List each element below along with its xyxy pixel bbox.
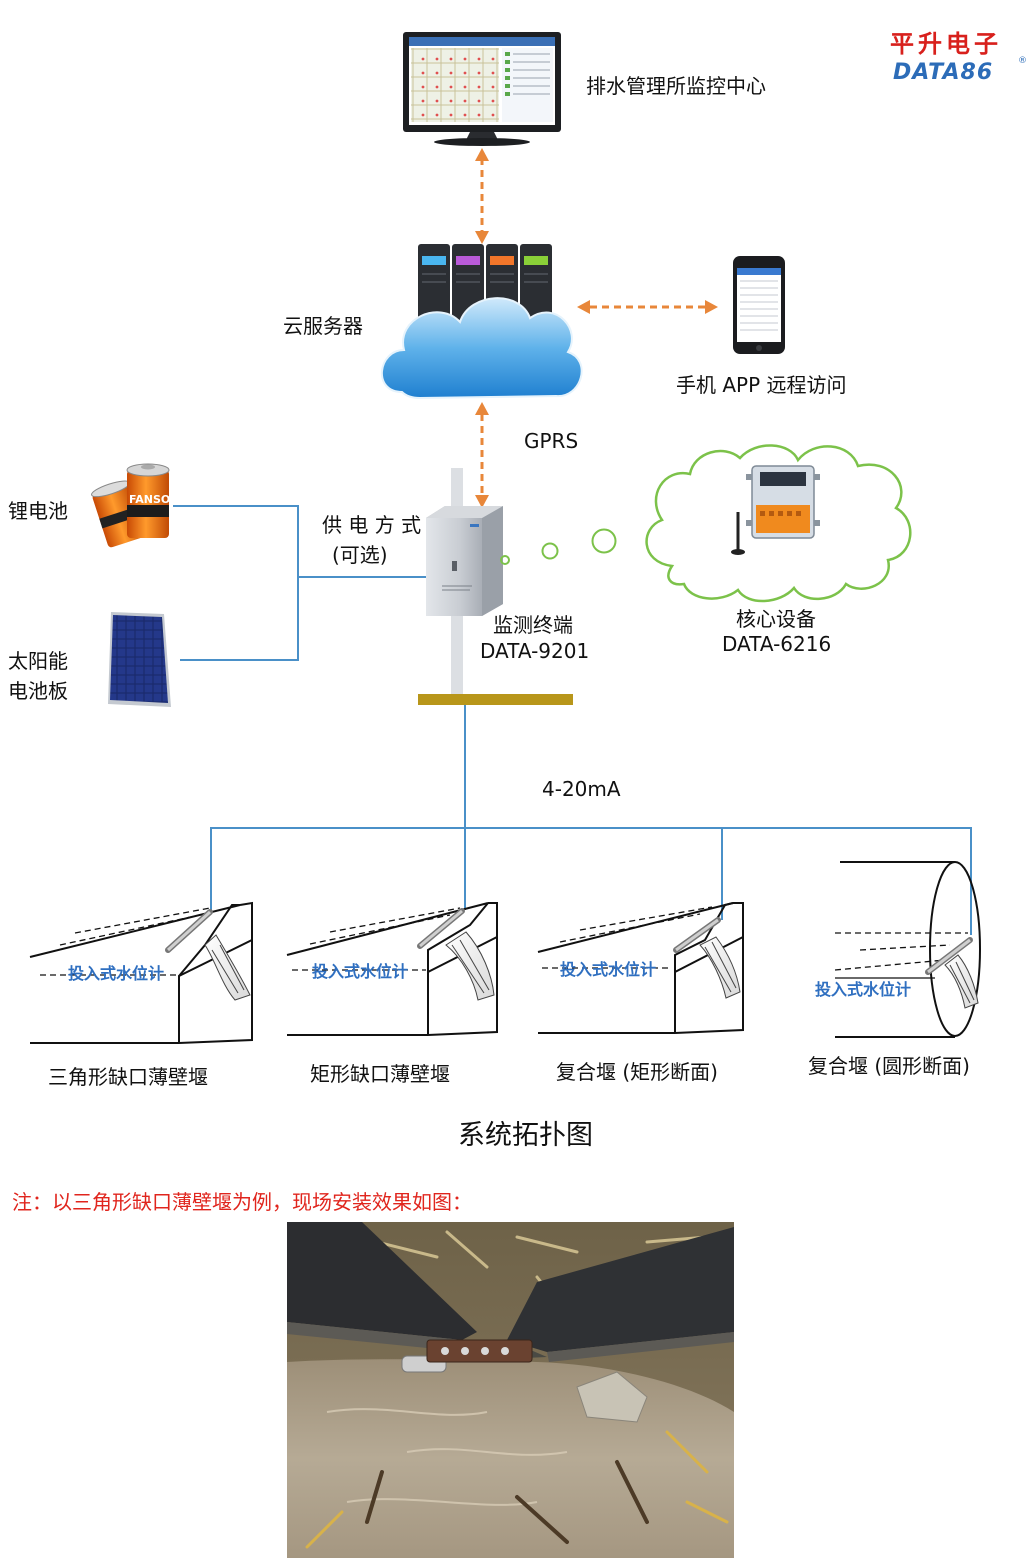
core-device-label: 核心设备 bbox=[736, 607, 816, 631]
solar-label-line2: 电池板 bbox=[8, 679, 68, 703]
cloud-icon bbox=[381, 297, 583, 400]
weir-plate-right bbox=[507, 1227, 734, 1352]
weir-rectangular-icon bbox=[286, 902, 498, 1036]
signal-label: 4-20mA bbox=[542, 777, 621, 801]
lithium-battery-icon: FANSO bbox=[91, 463, 170, 548]
lithium-battery-label: 锂电池 bbox=[8, 499, 68, 523]
brand-logo-cn: 平升电子 bbox=[890, 29, 1002, 58]
sensor-device bbox=[401, 1339, 533, 1373]
weir-4-sensor-label: 投入式水位计 bbox=[815, 980, 912, 999]
foil-debris bbox=[576, 1371, 648, 1423]
monitor-icon bbox=[403, 32, 561, 146]
gprs-label: GPRS bbox=[524, 429, 579, 453]
monitor-center-label: 排水管理所监控中心 bbox=[586, 74, 766, 98]
weir-4-caption: 复合堰 (圆形断面) bbox=[808, 1054, 970, 1078]
thought-bubbles bbox=[500, 528, 617, 565]
solar-panel-icon bbox=[108, 612, 171, 707]
cloud-server-label: 云服务器 bbox=[283, 314, 363, 338]
mounting-bar bbox=[418, 694, 573, 705]
power-mode-optional-label: (可选) bbox=[332, 543, 388, 567]
installation-note: 注：以三角形缺口薄壁堰为例，现场安装效果如图： bbox=[12, 1190, 472, 1214]
power-connection-lines bbox=[173, 505, 426, 661]
arrow-cloud-terminal bbox=[475, 402, 489, 508]
solar-label-line1: 太阳能 bbox=[8, 649, 68, 673]
monitoring-terminal-icon bbox=[426, 506, 503, 616]
weir-triangular-icon bbox=[29, 901, 253, 1044]
weir-2-sensor-label: 投入式水位计 bbox=[312, 962, 409, 981]
battery-brand-text: FANSO bbox=[129, 493, 170, 506]
mobile-app-label: 手机 APP 远程访问 bbox=[676, 373, 847, 397]
weir-1-caption: 三角形缺口薄壁堰 bbox=[48, 1065, 208, 1089]
arrow-server-phone bbox=[577, 300, 718, 314]
diagram-title: 系统拓扑图 bbox=[458, 1120, 593, 1151]
topology-diagram: FANSO bbox=[29, 32, 981, 1044]
weir-3-caption: 复合堰 (矩形断面) bbox=[556, 1060, 718, 1084]
weir-1-sensor-label: 投入式水位计 bbox=[68, 964, 165, 983]
weir-compound-rect-icon bbox=[537, 902, 744, 1034]
smartphone-icon bbox=[733, 256, 785, 354]
brand-registered-mark: ® bbox=[1018, 56, 1027, 66]
terminal-label: 监测终端 bbox=[493, 613, 573, 637]
weir-3-sensor-label: 投入式水位计 bbox=[560, 960, 657, 979]
power-mode-label: 供 电 方 式 bbox=[322, 513, 422, 537]
signal-distribution-lines bbox=[210, 705, 972, 935]
weir-circular-icon bbox=[834, 861, 981, 1038]
core-device-icon bbox=[731, 465, 820, 555]
weir-plate-left bbox=[287, 1222, 477, 1340]
terminal-model-label: DATA-9201 bbox=[480, 639, 590, 663]
arrow-monitor-server bbox=[475, 148, 489, 244]
core-device-model-label: DATA-6216 bbox=[722, 632, 832, 656]
site-installation-photo bbox=[287, 1222, 734, 1558]
brand-logo-en: DATA86 bbox=[893, 60, 994, 85]
weir-2-caption: 矩形缺口薄壁堰 bbox=[310, 1062, 450, 1086]
